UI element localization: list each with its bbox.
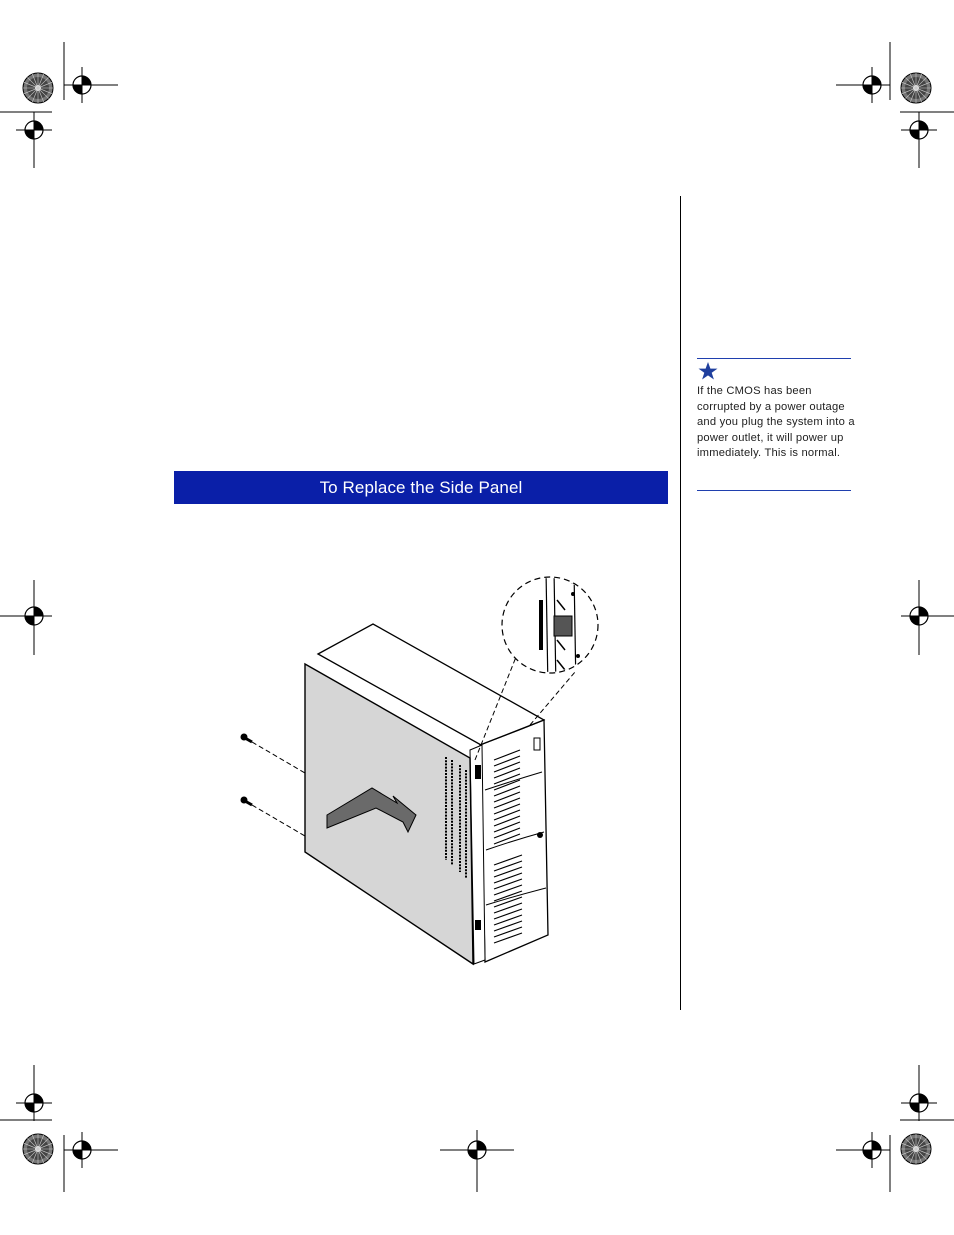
latch-detail-callout: [501, 576, 599, 674]
front-grille-upper: [493, 749, 521, 845]
side-panel-illustration: [240, 576, 599, 966]
note-bottom-rule: [697, 490, 851, 491]
note-top-rule: [697, 358, 851, 359]
slide-direction-arrow: [326, 787, 417, 834]
star-icon: [698, 362, 718, 380]
screw-icon: [240, 796, 253, 807]
section-heading: To Replace the Side Panel: [174, 471, 668, 504]
panel-vents: [445, 757, 467, 878]
column-divider: [680, 196, 681, 1010]
note-text: If the CMOS has been corrupted by a powe…: [697, 385, 855, 459]
front-grille-lower: [493, 854, 523, 944]
screw-icon: [240, 733, 253, 744]
